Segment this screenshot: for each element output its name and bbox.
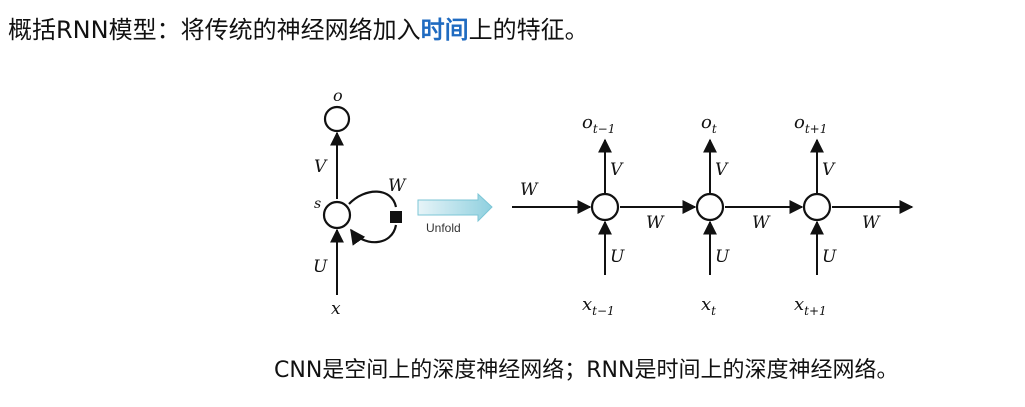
hidden-node xyxy=(802,192,832,222)
u-label: U xyxy=(610,247,625,267)
time-step-t-plus-1: V ot+1 U xt+1 W xyxy=(794,112,914,318)
rolled-output-node xyxy=(323,105,351,133)
input-label: xt xyxy=(701,294,716,318)
v-label: V xyxy=(715,160,729,180)
headline-prefix: 概括RNN模型：将传统的神经网络加入 xyxy=(8,16,421,44)
output-label: ot+1 xyxy=(794,112,827,136)
u-label: U xyxy=(715,247,730,267)
rolled-u-label: U xyxy=(313,257,328,277)
hidden-node xyxy=(695,192,725,222)
v-label: V xyxy=(610,160,624,180)
output-label: ot−1 xyxy=(582,112,615,136)
hidden-node xyxy=(590,192,620,222)
unrolled-left-w-label: W xyxy=(520,180,539,200)
output-label: ot xyxy=(701,112,717,136)
unfold-arrow-icon xyxy=(417,192,493,223)
rolled-loop-top xyxy=(348,190,398,208)
rolled-w-label: W xyxy=(388,176,407,196)
rolled-output-label: o xyxy=(333,86,343,105)
rolled-state-node xyxy=(322,200,352,230)
caption: CNN是空间上的深度神经网络；RNN是时间上的深度神经网络。 xyxy=(274,358,899,383)
rolled-delay-square xyxy=(390,211,402,223)
time-step-t-minus-1: V ot−1 U xt−1 W xyxy=(582,112,697,318)
headline: 概括RNN模型：将传统的神经网络加入时间上的特征。 xyxy=(8,10,589,45)
v-label: V xyxy=(822,160,836,180)
rolled-v-label: V xyxy=(314,157,328,177)
unfold-arrow: Unfold xyxy=(417,192,493,235)
w-label: W xyxy=(752,213,771,233)
rolled-state-label: s xyxy=(314,196,321,212)
rolled-rnn: o V s W U x xyxy=(313,86,407,319)
unfold-label: Unfold xyxy=(426,221,461,235)
input-label: xt−1 xyxy=(582,294,615,318)
rolled-loop-bottom xyxy=(350,224,398,246)
w-label: W xyxy=(646,213,665,233)
u-label: U xyxy=(822,247,837,267)
w-label: W xyxy=(862,213,881,233)
unrolled-rnn: W V ot−1 U xt−1 W V ot U xt W xyxy=(512,112,914,318)
input-label: xt+1 xyxy=(794,294,827,318)
time-step-t: V ot U xt W xyxy=(695,112,804,318)
headline-emphasis: 时间 xyxy=(420,16,469,44)
headline-suffix: 上的特征。 xyxy=(468,16,589,44)
rolled-input-label: x xyxy=(331,299,341,319)
